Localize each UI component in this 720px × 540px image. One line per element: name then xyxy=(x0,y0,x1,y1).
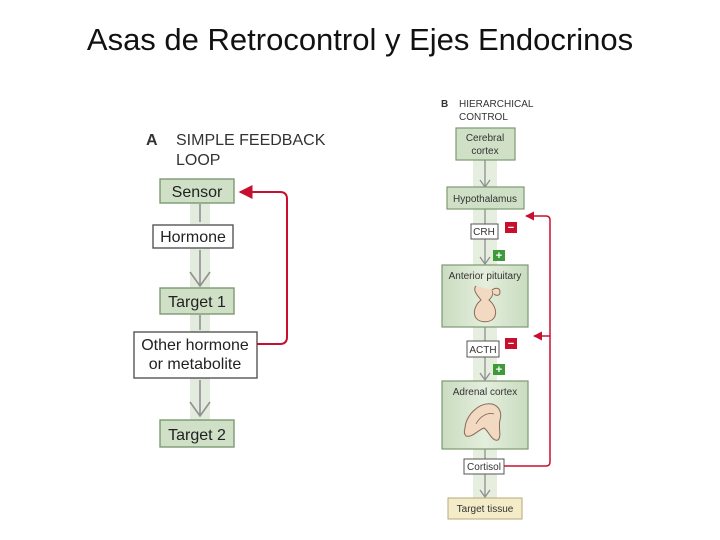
crh-minus-badge xyxy=(505,222,517,233)
arrow-crh-to-pituitary xyxy=(479,239,491,266)
crh-minus-sign: − xyxy=(508,222,514,234)
target2-label: Target 2 xyxy=(168,427,226,444)
panel-b-heading-line1: HIERARCHICAL xyxy=(459,99,534,110)
crh-box xyxy=(470,223,499,240)
hormone-label: Hormone xyxy=(160,229,226,246)
panel-b-hierarchical-control: B HIERARCHICAL CONTROL Cerebral cortex H… xyxy=(441,99,551,520)
adrenal-gland-icon xyxy=(463,403,502,441)
panel-b-down-arrows xyxy=(479,160,491,499)
cerebral-cortex-line1: Cerebral xyxy=(466,133,504,144)
hypothalamus-label: Hypothalamus xyxy=(453,194,517,205)
acth-box xyxy=(466,340,500,358)
crh-label: CRH xyxy=(473,227,495,238)
anterior-pituitary-label: Anterior pituitary xyxy=(449,271,522,282)
feedback-to-hypothalamus xyxy=(504,211,551,467)
hypothalamus-box xyxy=(446,186,525,210)
pituitary-gland-icon xyxy=(473,285,501,323)
feedback-arrow-to-sensor xyxy=(238,185,288,345)
adrenal-cortex-label: Adrenal cortex xyxy=(453,387,517,398)
acth-minus-badge xyxy=(505,338,517,349)
other-hormone-line1: Other hormone xyxy=(141,337,249,354)
target2-box xyxy=(159,419,235,448)
sensor-label: Sensor xyxy=(172,184,223,201)
target1-box xyxy=(159,287,235,315)
panel-a-simple-feedback-loop: A SIMPLE FEEDBACK LOOP Sensor Hormone Ta… xyxy=(133,132,326,448)
hormone-box xyxy=(152,224,234,249)
panel-a-heading-line2: LOOP xyxy=(176,152,220,169)
cerebral-cortex-box xyxy=(455,127,516,161)
other-hormone-box xyxy=(133,331,258,379)
arrow-cortisol-to-target xyxy=(479,474,491,499)
panel-b-heading-line2: CONTROL xyxy=(459,112,508,123)
acth-plus-sign: + xyxy=(496,364,502,376)
target-tissue-box xyxy=(447,497,523,520)
acth-label: ACTH xyxy=(469,345,496,356)
crh-plus-badge xyxy=(493,250,505,261)
cortisol-label: Cortisol xyxy=(467,462,501,473)
acth-plus-badge xyxy=(493,364,505,375)
panel-a-down-arrows xyxy=(189,204,211,418)
target1-label: Target 1 xyxy=(168,294,226,311)
other-hormone-line2: or metabolite xyxy=(149,356,242,373)
arrow-hormone-to-target1 xyxy=(189,250,211,288)
cerebral-cortex-line2: cortex xyxy=(471,146,498,157)
arrow-other-to-target2 xyxy=(189,380,211,418)
panel-b-letter: B xyxy=(441,99,448,110)
crh-plus-sign: + xyxy=(496,250,502,262)
sensor-box xyxy=(159,178,235,204)
acth-minus-sign: − xyxy=(508,338,514,350)
panel-a-heading-line1: SIMPLE FEEDBACK xyxy=(176,132,326,149)
slide-title: Asas de Retrocontrol y Ejes Endocrinos xyxy=(86,22,634,57)
target-tissue-label: Target tissue xyxy=(457,504,514,515)
arrow-acth-to-adrenal xyxy=(479,357,491,382)
panel-a-letter: A xyxy=(146,132,158,149)
